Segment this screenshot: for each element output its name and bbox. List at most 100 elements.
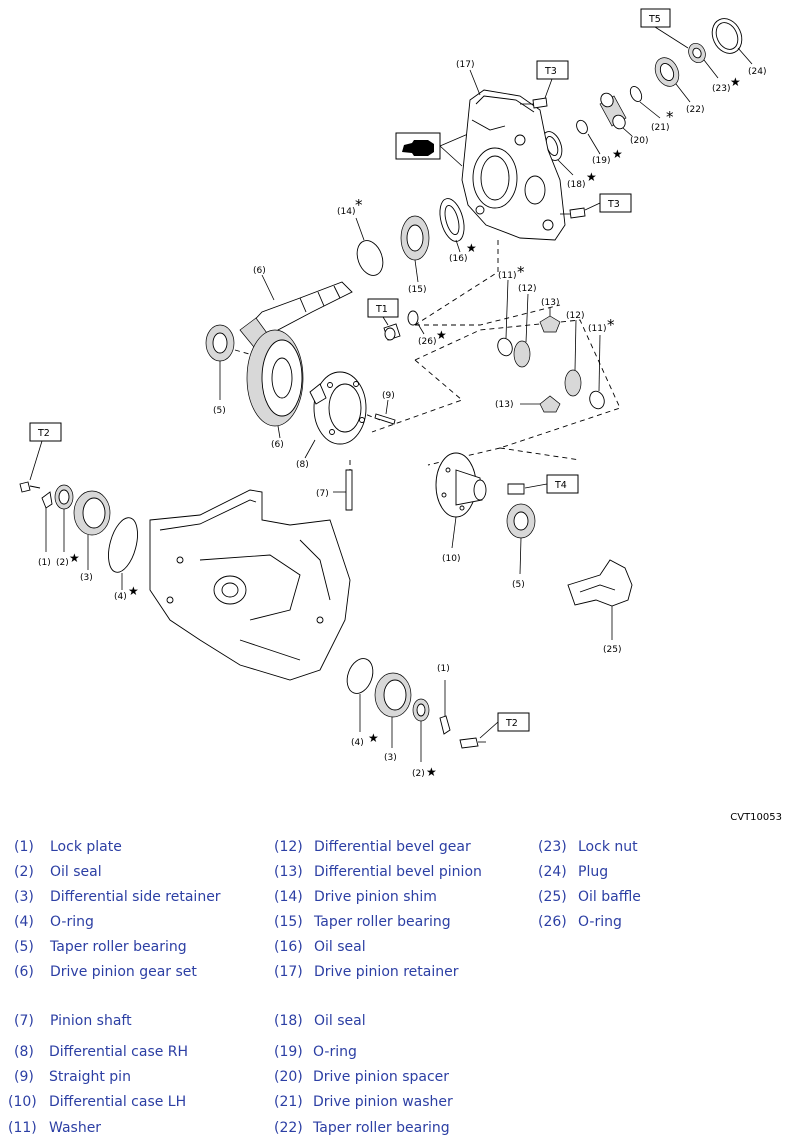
torque-label-t5: T5 (648, 14, 661, 25)
callout-21: (21) (651, 123, 669, 133)
star-19: ★ (612, 147, 623, 161)
legend-name: Pinion shaft (50, 1013, 132, 1029)
asterisk-21: * (666, 108, 674, 126)
legend-num: (1) (14, 839, 34, 855)
legend-item-3: (3) Differential side retainer (14, 889, 221, 905)
part-1-lock-plate-left (19, 481, 53, 552)
legend-name: Differential case RH (49, 1044, 189, 1060)
callout-4-right: (4) (351, 738, 364, 748)
plug-t1 (383, 323, 401, 341)
legend-item-11: (11) Washer (8, 1120, 101, 1136)
part-13-bevel-pinion-lower (520, 395, 561, 413)
legend-num: (16) (274, 939, 303, 955)
legend-name: Straight pin (49, 1069, 131, 1085)
legend-name: Oil seal (314, 1013, 366, 1029)
legend-item-9: (9) Straight pin (14, 1069, 131, 1085)
part-19-o-ring (576, 119, 601, 155)
legend-item-1: (1) Lock plate (14, 839, 122, 855)
legend-item-2: (2) Oil seal (14, 864, 102, 880)
callout-16: (16) (449, 254, 467, 264)
callout-17: (17) (456, 60, 474, 70)
callout-4-left: (4) (114, 592, 127, 602)
callout-2-right: (2) (412, 769, 425, 779)
legend-name: Drive pinion spacer (313, 1069, 450, 1085)
legend-name: Differential bevel pinion (314, 864, 482, 880)
legend-num: (17) (274, 964, 303, 980)
legend-num: (3) (14, 889, 34, 905)
part-13-bevel-pinion-upper (539, 308, 561, 333)
exploded-view-diagram: T5 T3 T3 T1 T2 T4 T2 (19, 8, 766, 779)
part-22-taper-roller-bearing (654, 57, 691, 103)
part-25-oil-baffle (567, 559, 633, 640)
legend-item-21: (21) Drive pinion washer (274, 1094, 453, 1110)
legend-name: Oil seal (314, 939, 366, 955)
annotation-symbols: ★ ★ ★ ★ ★ ★ ★ ★ ★ * * * * (69, 75, 741, 779)
callout-labels: (24) (23) (22) (21) (20) (19) (18) (17) … (38, 60, 766, 779)
legend-name: Drive pinion retainer (314, 964, 459, 980)
bolt-t4 (507, 483, 525, 495)
part-21-drive-pinion-washer (629, 85, 661, 119)
legend-num: (22) (274, 1120, 303, 1136)
torque-label-t3-right: T3 (607, 199, 620, 210)
legend-num: (5) (14, 939, 34, 955)
legend-num: (10) (8, 1094, 37, 1110)
legend-item-14: (14) Drive pinion shim (274, 889, 437, 905)
legend-item-6: (6) Drive pinion gear set (14, 964, 197, 980)
legend-name: Drive pinion gear set (50, 964, 197, 980)
part-1-lock-plate-right (439, 680, 486, 749)
callout-20: (20) (630, 136, 648, 146)
part-12-bevel-gear-right (564, 319, 582, 397)
star-2-right: ★ (426, 765, 437, 779)
legend-name: Taper roller bearing (313, 1120, 450, 1136)
parts-legend: (1) Lock plate (2) Oil seal (3) Differen… (0, 836, 791, 1141)
legend-num: (24) (538, 864, 567, 880)
legend-name: Taper roller bearing (314, 914, 451, 930)
callout-11-lower: (11) (588, 324, 606, 334)
bolt-t3-right (560, 207, 586, 219)
legend-name: Drive pinion washer (313, 1094, 453, 1110)
legend-item-17: (17) Drive pinion retainer (274, 964, 458, 980)
asterisk-14: * (355, 196, 363, 214)
legend-num: (2) (14, 864, 34, 880)
callout-1-right: (1) (437, 664, 450, 674)
legend-num: (19) (274, 1044, 303, 1060)
callout-13-lower: (13) (495, 400, 513, 410)
callout-9: (9) (382, 391, 395, 401)
part-3-side-retainer-right (374, 672, 412, 748)
callout-7: (7) (316, 489, 329, 499)
asterisk-11-upper: * (517, 263, 525, 281)
legend-name: Plug (578, 864, 609, 880)
legend-name: Lock nut (578, 839, 638, 855)
legend-name: O-ring (50, 914, 94, 930)
star-4-right: ★ (368, 731, 379, 745)
legend-num: (8) (14, 1044, 34, 1060)
legend-item-12: (12) Differential bevel gear (274, 839, 471, 855)
part-16-oil-seal (439, 198, 465, 253)
legend-item-7: (7) Pinion shaft (14, 1013, 132, 1029)
star-2-left: ★ (69, 551, 80, 565)
part-4-o-ring-right (346, 658, 374, 732)
part-7-pinion-shaft (333, 469, 353, 511)
legend-num: (4) (14, 914, 34, 930)
callout-15: (15) (408, 285, 426, 295)
legend-num: (20) (274, 1069, 303, 1085)
legend-num: (18) (274, 1013, 303, 1029)
callout-5-upper: (5) (213, 406, 226, 416)
star-26: ★ (436, 328, 447, 342)
callout-19: (19) (592, 156, 610, 166)
legend-name: Differential bevel gear (314, 839, 471, 855)
legend-num: (6) (14, 964, 34, 980)
part-6-ring-gear (246, 329, 304, 439)
part-8-differential-case-rh (304, 371, 367, 459)
part-5-taper-roller-bearing-lower (506, 503, 536, 575)
callout-1-left: (1) (38, 558, 51, 568)
callout-12-left: (12) (518, 284, 536, 294)
part-24-plug (711, 18, 753, 65)
torque-box-t1: T1 (367, 298, 399, 326)
legend-item-24: (24) Plug (538, 864, 608, 880)
legend-item-5: (5) Taper roller bearing (14, 939, 187, 955)
part-14-drive-pinion-shim (355, 217, 384, 276)
callout-26: (26) (418, 337, 436, 347)
legend-item-19: (19) O-ring (274, 1044, 357, 1060)
callout-6-gear: (6) (271, 440, 284, 450)
